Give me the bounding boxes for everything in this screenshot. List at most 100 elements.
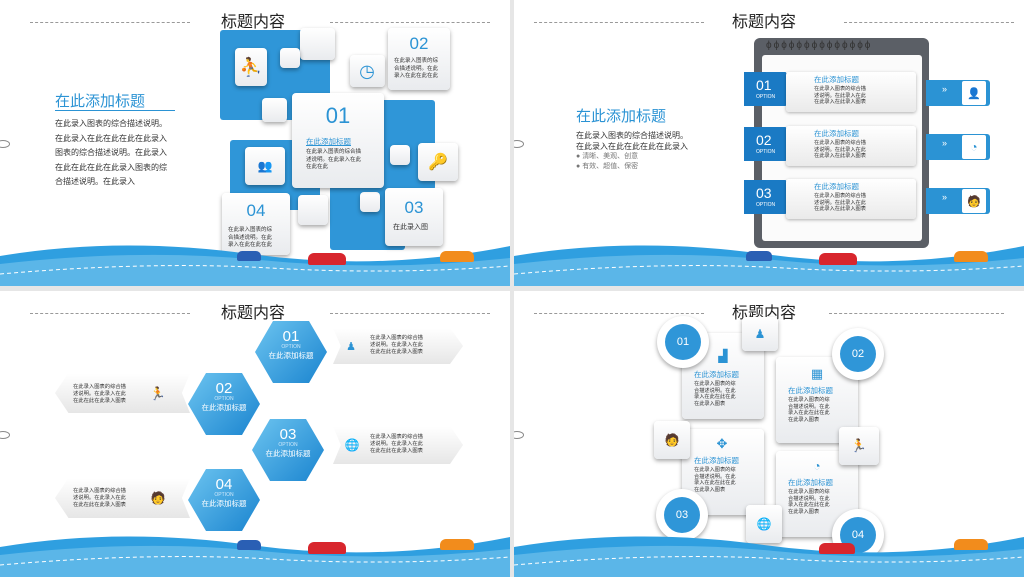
car-icon	[308, 542, 346, 554]
key-hand-icon: 🔑	[428, 154, 448, 171]
bullet-list: ● 清晰、美观、创意● 有效、超值、保密	[576, 153, 639, 170]
tile	[298, 195, 328, 225]
car-icon	[954, 251, 988, 262]
title-rule-left	[534, 22, 704, 23]
card-text: 在此录入图	[393, 224, 428, 231]
box-text: 在此录入图表的综合描述说明。在此录入在此在此在此在此录入图表	[370, 335, 423, 355]
title-rule-right	[330, 22, 490, 23]
tab-person: »👤	[926, 80, 990, 106]
card-number: 01	[325, 103, 351, 128]
eye-icon	[514, 431, 524, 439]
section-heading: 在此添加标题	[55, 93, 146, 110]
tile	[360, 192, 380, 212]
text-box-2	[55, 373, 190, 413]
card-number: 04	[246, 201, 266, 220]
slide-1[interactable]: 标题内容 在此添加标题 在此录入图表的综合描述说明。在此录入在此在此在此在此录入…	[0, 0, 510, 286]
clock-icon: ◷	[359, 60, 375, 81]
title-rule-right	[330, 313, 490, 314]
road-graphic	[0, 245, 510, 286]
car-icon	[954, 539, 988, 550]
box-text: 在此录入图表的综合描述说明。在此录入在此在此在此在此录入图表	[73, 488, 126, 508]
tile	[280, 48, 300, 68]
car-icon	[440, 251, 474, 262]
presenter-icon: 🧑	[962, 189, 986, 213]
section-heading: 在此添加标题	[576, 108, 667, 125]
tab-desk: »🧑	[926, 188, 990, 214]
tile: 👥	[245, 147, 285, 185]
presenter-icon: 🧑	[150, 491, 166, 505]
tile: 🔑	[418, 143, 458, 181]
road-graphic	[514, 245, 1024, 286]
climb-icon: ⛹	[239, 56, 263, 77]
card-number: 03	[404, 198, 424, 217]
circle-01: 01	[657, 316, 709, 368]
globe-person-icon: 🌐	[344, 438, 360, 452]
card-title: 在此添加标题	[306, 137, 351, 146]
stairs-runner-icon: 🏃	[149, 386, 167, 401]
person-icon: 👤	[962, 81, 986, 105]
title-rule-left	[30, 313, 190, 314]
icon-tile: 🌐	[746, 505, 782, 543]
card-03: 03 在此录入图	[385, 188, 443, 246]
icon-tile: ♟	[742, 317, 778, 351]
car-icon	[237, 540, 261, 550]
eye-icon	[0, 140, 10, 148]
tile	[390, 145, 410, 165]
network-icon: ✥	[716, 436, 728, 451]
circle-03: 03	[656, 489, 708, 541]
card-text: 在此录入图表的综合描述说明。在此录入在此在此在此	[394, 58, 439, 79]
card-01: 01 在此添加标题 在此录入图表的综合描述说明。在此录入在此在此在此	[292, 93, 384, 188]
slide-4[interactable]: 标题内容 ▟ 在此添加标题 在此录入图表的综合描述说明。在此录入在此在此在此在此…	[514, 291, 1024, 577]
tile	[262, 98, 287, 122]
card-text: 在此录入图表的综合描述说明。在此录入在此在此在此	[306, 149, 362, 170]
notebook-rings: ϕϕϕϕϕϕϕϕϕϕϕϕϕϕ	[766, 40, 873, 51]
card-text: 在此录入图表的综合描述说明。在此录入在此在此在此	[228, 227, 273, 248]
car-icon	[819, 543, 855, 554]
car-icon	[440, 539, 474, 550]
box-text: 在此录入图表的综合描述说明。在此录入在此在此在此在此录入图表	[370, 434, 423, 454]
title-rule-right	[844, 22, 1014, 23]
slide-title: 标题内容	[220, 14, 285, 31]
double-chevron-icon: »	[942, 138, 948, 148]
heading-underline	[55, 110, 175, 111]
car-icon	[819, 253, 857, 265]
card-04: 04 在此录入图表的综合描述说明。在此录入在此在此在此	[222, 193, 290, 255]
title-rule-right	[829, 313, 1004, 314]
team-icon: 👥	[257, 159, 273, 173]
stairs-runner-icon: 🏃	[850, 438, 868, 453]
tab-pie: »◔	[926, 134, 990, 160]
bar-chart-icon: ▟	[718, 349, 728, 363]
icon-tile: 🏃	[839, 427, 879, 465]
tile: ⛹	[235, 48, 267, 86]
body-text: 在此录入图表的综合描述说明。在此录入在此在此在此在此录入图表的综合描述说明。在此…	[55, 119, 167, 186]
text-box-3	[333, 426, 463, 464]
slide-2[interactable]: 标题内容 在此添加标题 在此录入图表的综合描述说明。在此录入在此在此在此在此录入…	[514, 0, 1024, 286]
hex-01: 01 OPTION 在此添加标题	[255, 321, 327, 383]
road-graphic	[0, 536, 510, 577]
tile	[300, 28, 335, 60]
globe-person-icon: 🌐	[756, 517, 772, 531]
text-box-1	[333, 328, 463, 364]
slide-title: 标题内容	[731, 14, 796, 31]
slide-3[interactable]: 标题内容 ♟ 在此录入图表的综合描述说明。在此录入在此在此在此在此录入图表 在此…	[0, 291, 510, 577]
circle-02: 02	[832, 328, 884, 380]
text-box-4	[55, 478, 190, 518]
double-chevron-icon: »	[942, 192, 948, 202]
double-chevron-icon: »	[942, 84, 948, 94]
hierarchy-icon: ♟	[346, 340, 356, 353]
presenter-icon: 🧑	[664, 433, 680, 447]
car-icon	[237, 251, 261, 261]
car-icon	[746, 251, 772, 261]
tile: ◷	[350, 55, 385, 87]
body-text: 在此录入图表的综合描述说明。在此录入在此在此在此在此录入	[576, 131, 688, 151]
eye-icon	[514, 140, 524, 148]
card-number: 02	[409, 34, 429, 53]
pie-chart-icon: ◔	[813, 459, 821, 473]
box-text: 在此录入图表的综合描述说明。在此录入在此在此在此在此录入图表	[73, 384, 126, 404]
road-graphic	[514, 536, 1024, 577]
slide-title: 标题内容	[220, 305, 285, 322]
qr-code-icon: ▦	[810, 366, 824, 381]
hex-02: 02 OPTION 在此添加标题	[188, 373, 260, 435]
title-rule-left	[30, 22, 190, 23]
